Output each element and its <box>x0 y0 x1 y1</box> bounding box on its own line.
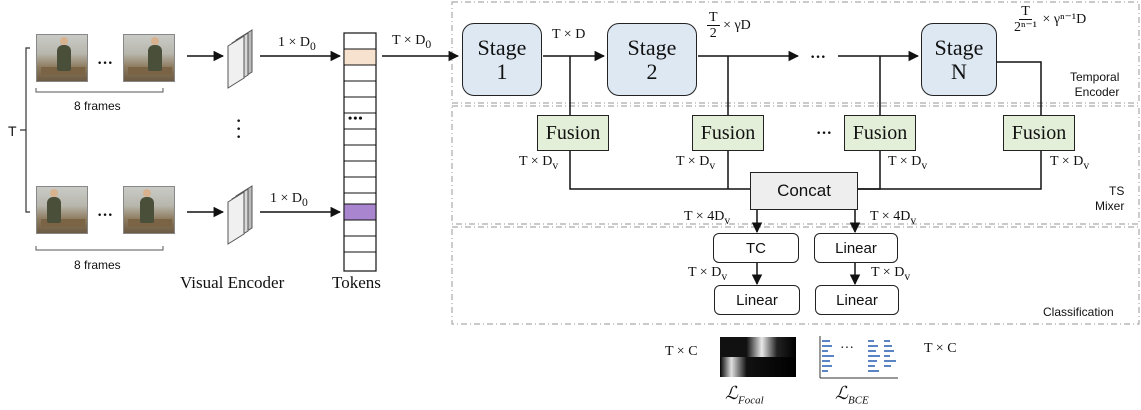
linear-out-dim: T × Dv <box>871 265 911 283</box>
ts-mixer-section <box>451 105 1140 225</box>
fusion-ellipsis: ··· <box>816 125 833 142</box>
fusion-box-4: Fusion <box>1003 115 1075 151</box>
frame-thumbnail <box>123 186 175 234</box>
frames-dots-bottom: ··· <box>97 207 114 224</box>
stageN-output-line <box>997 61 1042 115</box>
fusion1-to-concat <box>569 151 750 190</box>
frames-label-bottom: 8 frames <box>74 258 121 272</box>
classification-section <box>451 226 1140 325</box>
time-label: T <box>8 123 17 139</box>
tc-box: TC <box>713 233 799 263</box>
tokens-dots: ••• <box>348 111 364 125</box>
time-brace <box>20 47 30 213</box>
frame-thumbnail <box>36 34 88 82</box>
frame-thumbnail <box>36 186 88 234</box>
frames-label-top: 8 frames <box>74 99 121 113</box>
fusion3-to-concat <box>858 151 881 190</box>
stage1-output-dim: T × D <box>552 27 586 42</box>
fusion2-dim: T × Dv <box>676 154 716 172</box>
concat-out-left: T × 4Dv <box>684 209 731 227</box>
embed-dim-top: 1 × D0 <box>278 35 316 53</box>
focal-loss-label: ℒFocal <box>725 383 764 407</box>
token-seq-dim: T × D0 <box>392 33 432 51</box>
fusion4-to-concat <box>858 151 1042 190</box>
linear-box-right-bottom: Linear <box>815 285 899 315</box>
fusion1-dim: T × Dv <box>519 154 559 172</box>
output-dim-left: T × C <box>665 344 698 359</box>
token-column <box>343 32 377 272</box>
vertical-dots: ··· <box>236 113 242 146</box>
stages-ellipsis: ··· <box>810 49 827 66</box>
fusion-box-1: Fusion <box>537 115 609 151</box>
bce-loss-label: ℒBCE <box>835 383 869 407</box>
bce-ellipsis: ··· <box>840 341 854 356</box>
fusion-box-3: Fusion <box>844 115 916 151</box>
linear-box-right-top: Linear <box>814 233 898 263</box>
fusion-box-2: Fusion <box>692 115 764 151</box>
frames-dots-top: ··· <box>97 55 114 72</box>
output-dim-right: T × C <box>924 341 957 356</box>
tokens-label: Tokens <box>332 273 381 292</box>
frame-thumbnail <box>123 34 175 82</box>
concat-box: Concat <box>750 172 858 210</box>
linear-box-left: Linear <box>714 285 800 315</box>
frames-brace-bottom <box>35 246 164 251</box>
encoder-icon-top <box>227 29 253 89</box>
fusion4-dim: T × Dv <box>1050 154 1090 172</box>
concat-out-right: T × 4Dv <box>870 209 917 227</box>
classification-label: Classification <box>1043 305 1114 319</box>
focal-heatmap <box>720 337 796 377</box>
tc-out-dim: T × Dv <box>688 265 728 283</box>
visual-encoder-label: Visual Encoder <box>180 273 285 292</box>
temporal-encoder-label: Temporal Encoder <box>1070 70 1120 99</box>
encoder-icon-bottom <box>227 185 253 245</box>
fusion3-dim: T × Dv <box>888 154 928 172</box>
frames-brace-top <box>35 88 164 93</box>
ts-mixer-label: TS Mixer <box>1095 184 1125 213</box>
embed-dim-bottom: 1 × D0 <box>270 191 308 209</box>
bce-bar-plot <box>819 336 898 379</box>
